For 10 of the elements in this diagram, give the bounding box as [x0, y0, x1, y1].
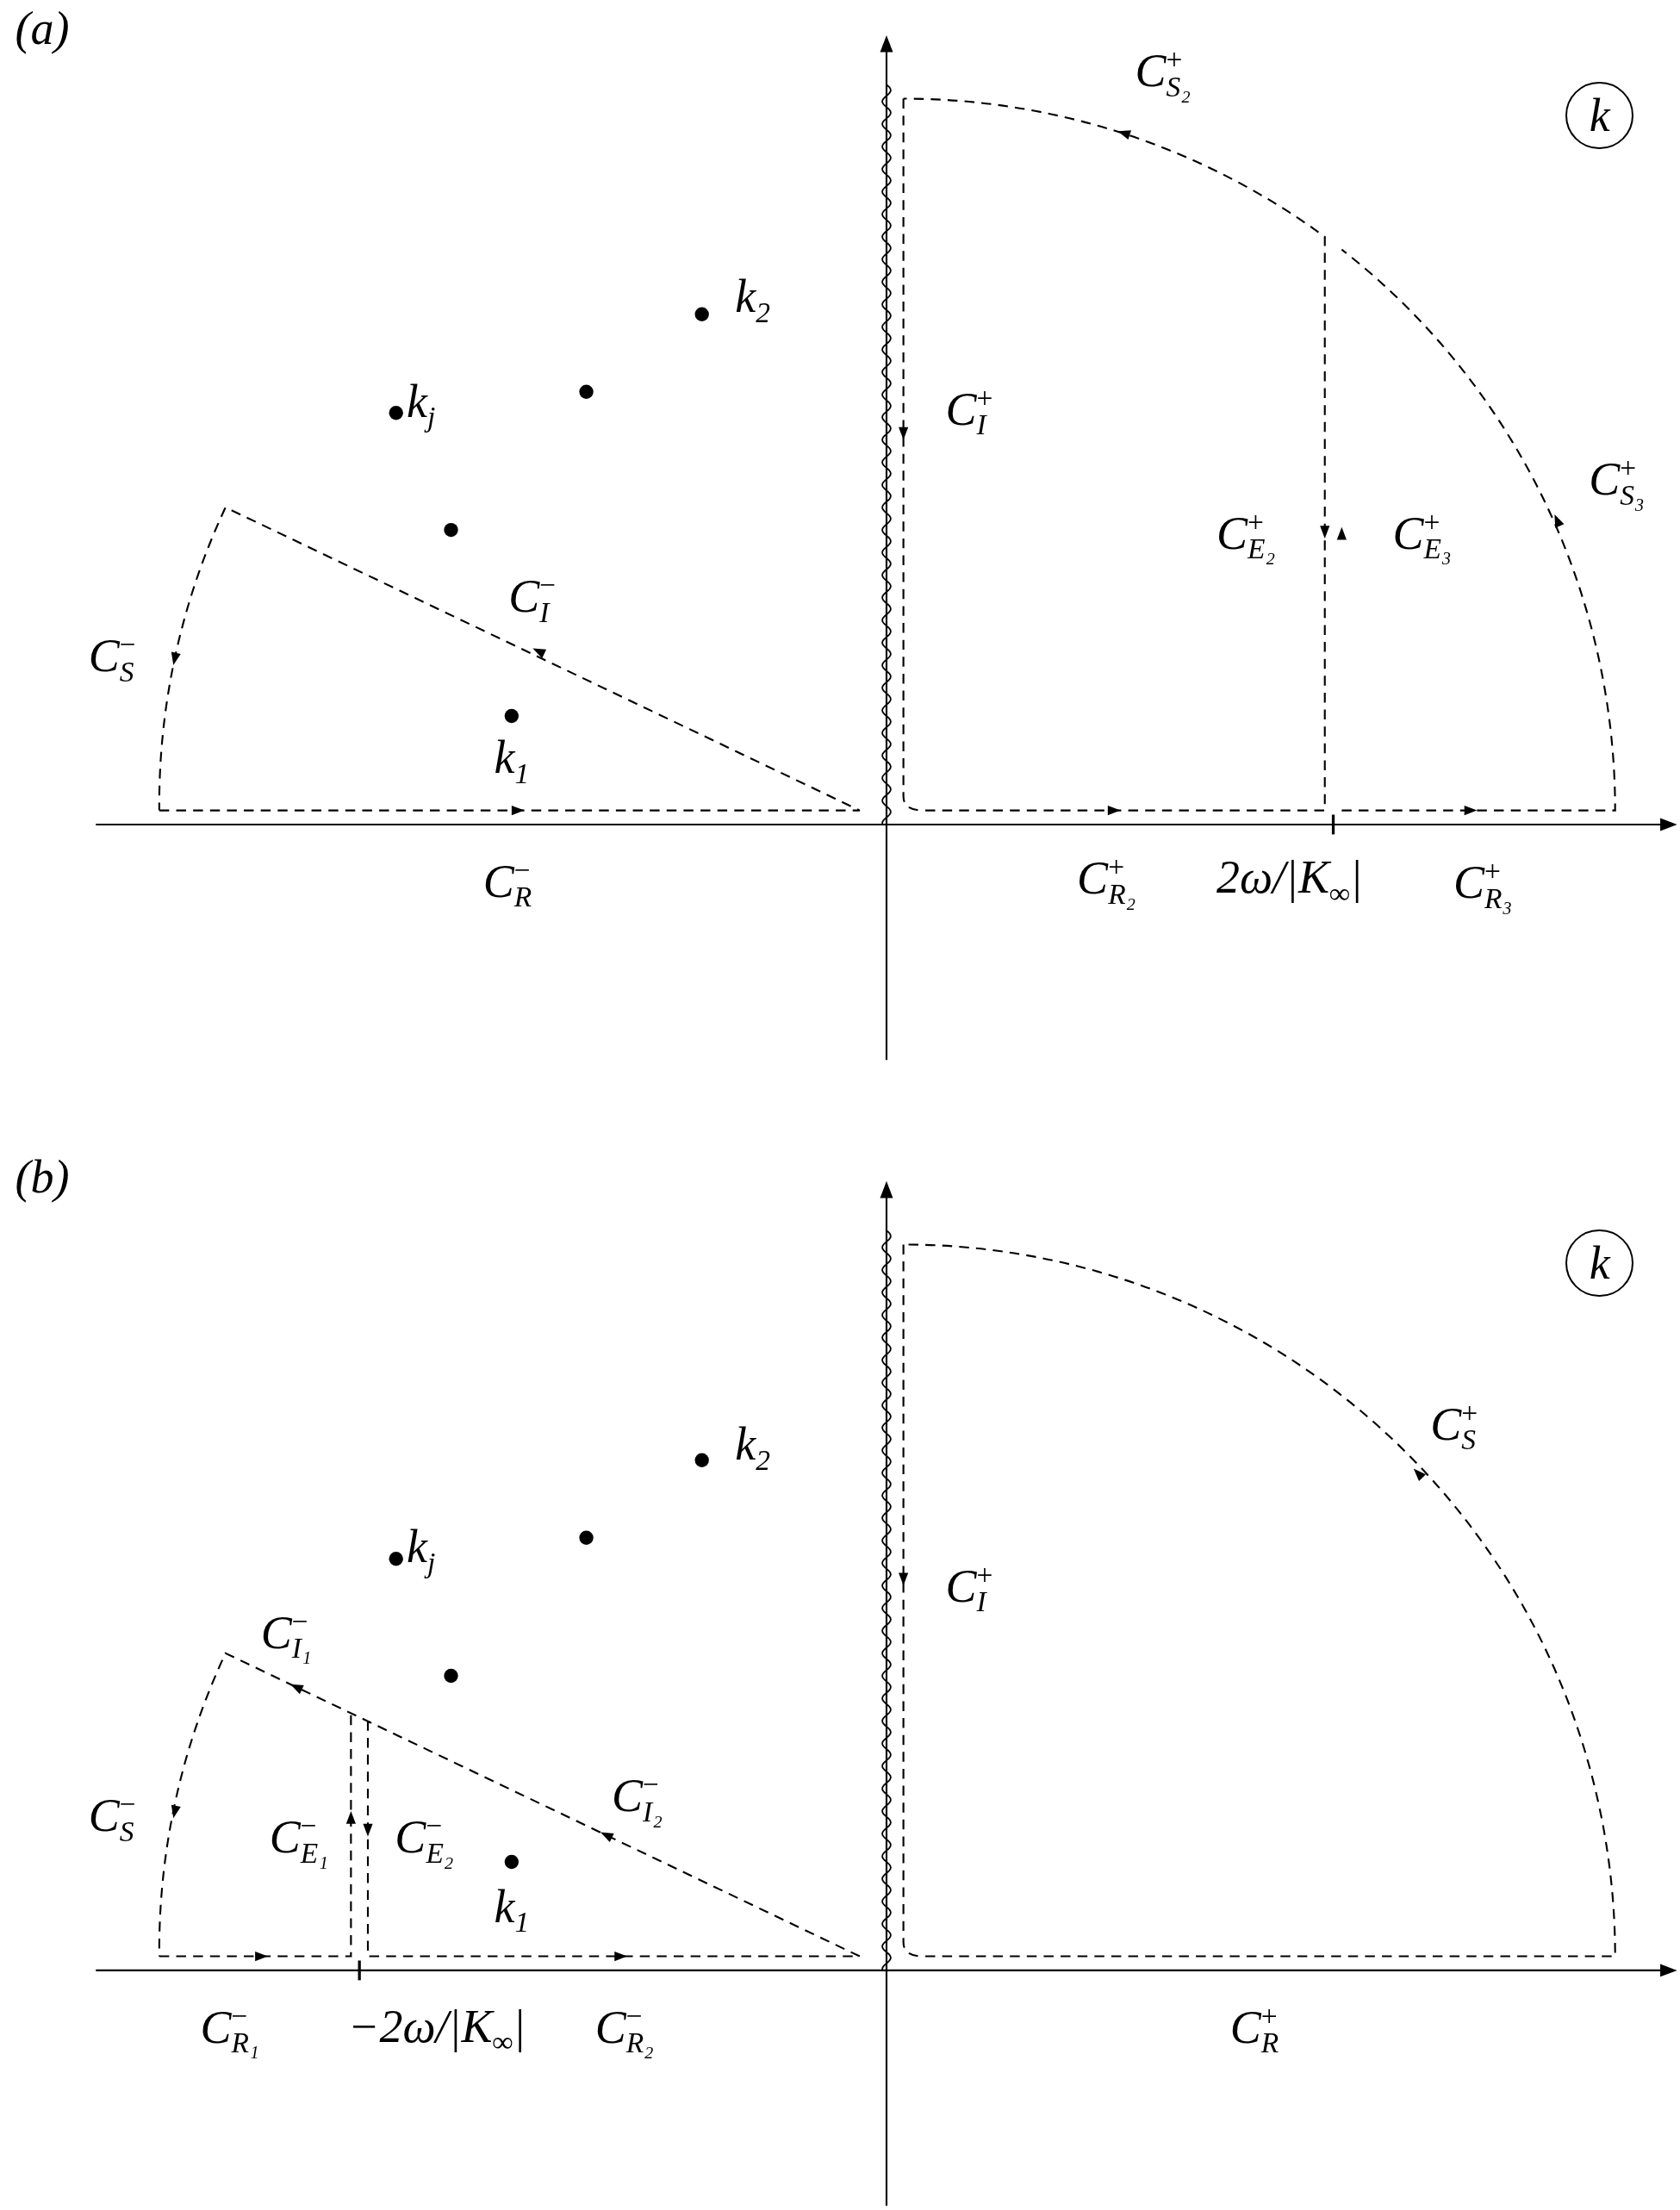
- pole-label: k$_{2}$: [735, 273, 771, 327]
- pole-label: k$_{1}$: [494, 734, 531, 788]
- tick-label: 2ω/|K$_{∞}$|: [1216, 854, 1363, 908]
- pole-label: k$_{j}$: [407, 1523, 437, 1578]
- pole-label: k$_{1}$: [494, 1883, 531, 1937]
- circled-label: k: [1565, 81, 1633, 150]
- pole-label: k$_{j}$: [407, 377, 437, 432]
- tick-label: −2ω/|K$_{∞}$|: [348, 2002, 526, 2057]
- pole-label: k$_{2}$: [735, 1420, 771, 1475]
- circled-label: k: [1565, 1229, 1633, 1297]
